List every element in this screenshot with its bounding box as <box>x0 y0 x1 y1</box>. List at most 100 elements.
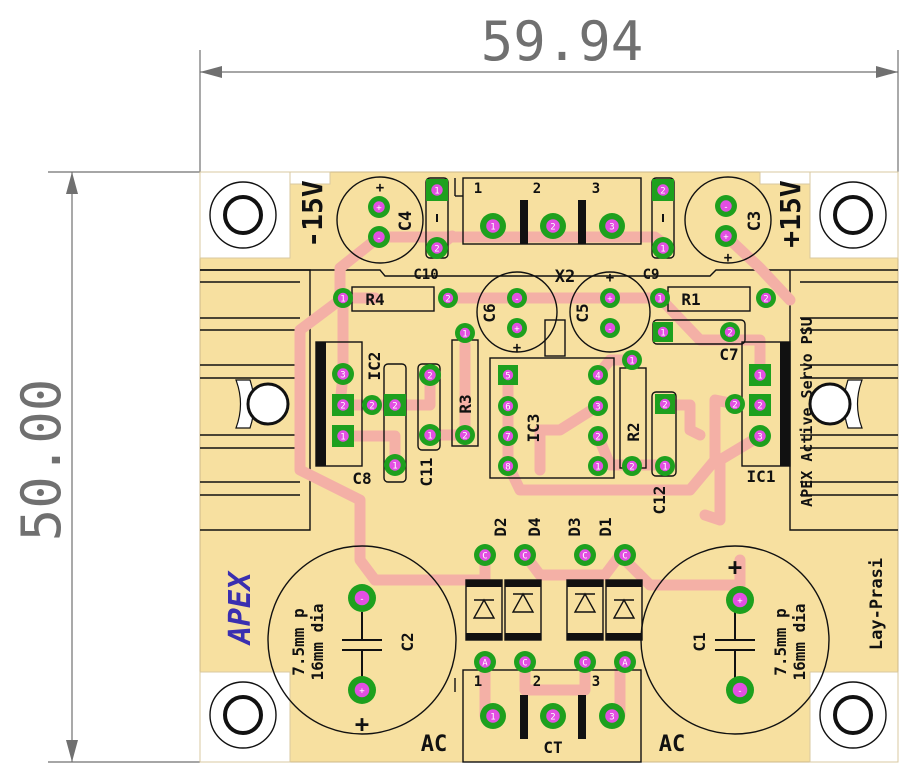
ct-pin-3-label: 3 <box>592 674 600 690</box>
label-board-title: APEX Active Servo PSU <box>798 317 816 507</box>
label-c7: C7 <box>719 345 738 364</box>
ic3-pad-7: 7 <box>498 426 518 446</box>
r3-pad-2: 2 <box>455 425 475 445</box>
d1-pad-c: C <box>614 544 636 566</box>
ic2-pad-1: 1 <box>332 425 354 447</box>
label-ic2: IC2 <box>365 352 384 381</box>
x2-pad-1: 1 <box>480 213 506 239</box>
label-d1: D1 <box>596 517 615 536</box>
mount-hole-tr <box>819 181 887 249</box>
ic3-pad-1: 1 <box>588 456 608 476</box>
c3-plus-mark: + <box>724 250 732 266</box>
ic1-pad-2: 2 <box>749 394 771 416</box>
ct-pad-2-text: 2 <box>550 713 555 723</box>
c8-pad-1: 1 <box>384 454 406 476</box>
c9-pad-1: 1 <box>652 237 674 259</box>
ic3-pad-2: 2 <box>588 426 608 446</box>
ic2-pad-3-text: 3 <box>340 371 345 381</box>
c4-pad-plus-text: + <box>376 204 382 214</box>
c3-pad-plus: + <box>715 225 737 247</box>
c5-pad-minus: - <box>600 318 620 338</box>
ic3-pad-4: 4 <box>588 365 608 385</box>
ic2-pad-3: 3 <box>332 363 354 385</box>
x2-pad-3-text: 3 <box>609 223 614 233</box>
label-cap-spec-left-2: 16mm dia <box>308 603 327 680</box>
d3-pad-a: C <box>574 651 596 673</box>
r3-pad-2-text: 2 <box>462 432 467 442</box>
c11-pad-2: 2 <box>419 364 441 386</box>
label-r4: R4 <box>365 290 384 309</box>
label-c3: C3 <box>745 211 765 231</box>
x2-pad-3: 3 <box>599 213 625 239</box>
cap-symbols <box>342 214 755 680</box>
c10-pad-2-text: 2 <box>434 245 439 255</box>
c6-plus-mark: + <box>513 340 521 356</box>
ic1-extra-pad: 2 <box>725 394 745 414</box>
c11-pad-2-text: 2 <box>427 372 432 382</box>
r2-pad-2: 2 <box>622 456 642 476</box>
label-cap-spec-right-2: 16mm dia <box>790 603 809 680</box>
c9-pad-2: 2 <box>652 179 674 201</box>
c6-pad-minus-text: - <box>514 295 519 305</box>
c2-pad-minus: - <box>348 584 376 612</box>
silkscreen-text: -15V +15V C4 C3 C10 C9 X2 R4 R1 C6 C5 C7… <box>223 180 887 757</box>
c2-pad-plus-text: + <box>359 687 365 697</box>
r1-pad-2-text: 2 <box>763 295 768 305</box>
d4-pad-c-text: C <box>522 552 527 562</box>
x2-pad-1-text: 1 <box>490 223 495 233</box>
mount-hole-br <box>819 681 887 749</box>
ic3-pad-6-text: 6 <box>505 403 510 413</box>
c4-pad-plus: + <box>368 196 390 218</box>
label-d4: D4 <box>525 517 544 536</box>
ic3-pad-7-text: 7 <box>505 433 510 443</box>
label-c12: C12 <box>650 486 669 515</box>
label-c5: C5 <box>573 303 592 322</box>
c7-pad-1-text: 1 <box>660 329 665 339</box>
c6-pad-plus: + <box>507 318 527 338</box>
label-c1: C1 <box>690 632 709 651</box>
r3-pad-1-text: 1 <box>462 330 467 340</box>
c7-pad-1: 1 <box>653 322 673 342</box>
label-c11: C11 <box>417 458 436 487</box>
c10-pad-2: 2 <box>426 237 448 259</box>
d4-pad-a: C <box>514 651 536 673</box>
c9-pad-2-text: 2 <box>660 187 665 197</box>
r3-pad-2a: 2 <box>362 395 382 415</box>
c8-pad-1-text: 1 <box>392 462 397 472</box>
r4-pad-1: 1 <box>333 288 353 308</box>
ic3-pad-4-text: 4 <box>595 372 600 382</box>
ic1-pad-3: 3 <box>749 425 771 447</box>
label-r3: R3 <box>456 394 475 413</box>
d1-pad-c-text: C <box>622 552 627 562</box>
c5-pad-plus-text: + <box>607 295 613 305</box>
mounting-holes <box>209 181 887 749</box>
d1-pad-a-text: A <box>622 659 628 669</box>
c8-pad-2: 2 <box>384 394 406 416</box>
c5-pad-plus: + <box>600 288 620 308</box>
x2-pin-2-label: 2 <box>533 181 541 197</box>
d4-pad-a-text: C <box>522 659 527 669</box>
label-x2: X2 <box>555 267 575 287</box>
ic3-pad-8: 8 <box>498 456 518 476</box>
label-v-pos: +15V <box>774 180 807 248</box>
ic3-pad-5-text: 5 <box>505 372 510 382</box>
c10-pad-1-text: 1 <box>434 187 439 197</box>
heatsink-left-outline <box>200 269 898 531</box>
label-c2: C2 <box>398 632 417 651</box>
c3-pad-minus: - <box>715 195 737 217</box>
ic1-extra-pad-text: 2 <box>732 401 737 411</box>
d3-pad-c: C <box>574 544 596 566</box>
r4-pad-1-text: 1 <box>340 295 345 305</box>
ic-tab-bars <box>316 200 790 739</box>
ic1-pad-3-text: 3 <box>757 433 762 443</box>
label-r1: R1 <box>681 290 700 309</box>
c1-pad-plus-text: + <box>737 597 743 607</box>
ic3-pad-8-text: 8 <box>505 463 510 473</box>
label-ic1: IC1 <box>747 467 776 486</box>
c1-pad-minus: - <box>726 676 754 704</box>
ic1-pad-1-text: 1 <box>757 372 762 382</box>
dimension-arrows <box>66 66 898 762</box>
c1-plus-mark: + <box>728 553 742 581</box>
